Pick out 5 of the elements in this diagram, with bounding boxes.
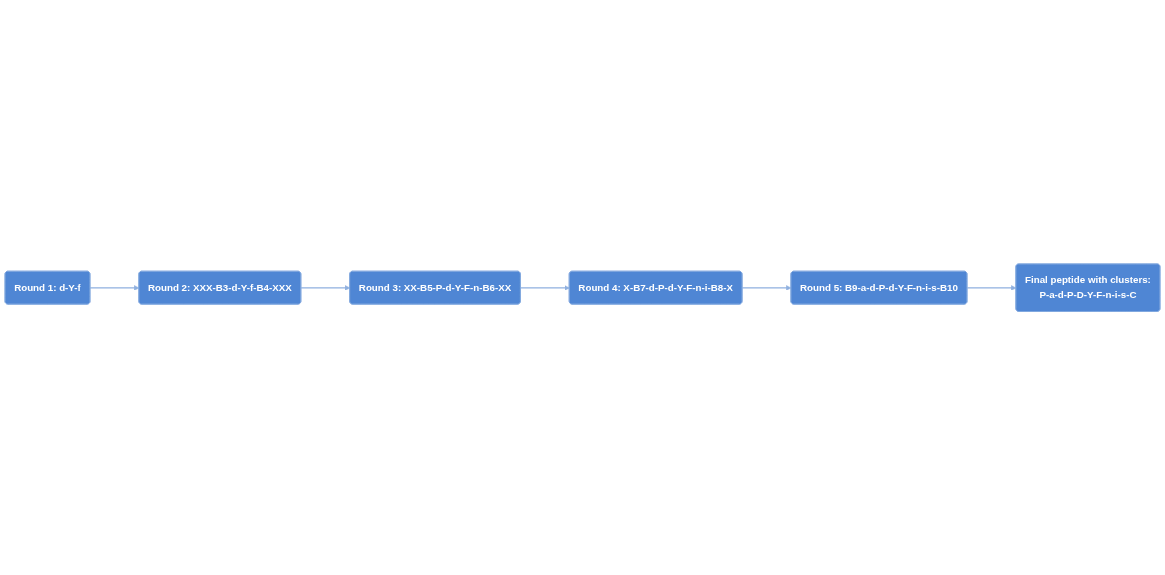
arrow <box>741 285 792 291</box>
arrow <box>966 285 1017 291</box>
arrow <box>300 285 351 291</box>
arrow <box>89 285 140 291</box>
arrow <box>520 285 570 291</box>
